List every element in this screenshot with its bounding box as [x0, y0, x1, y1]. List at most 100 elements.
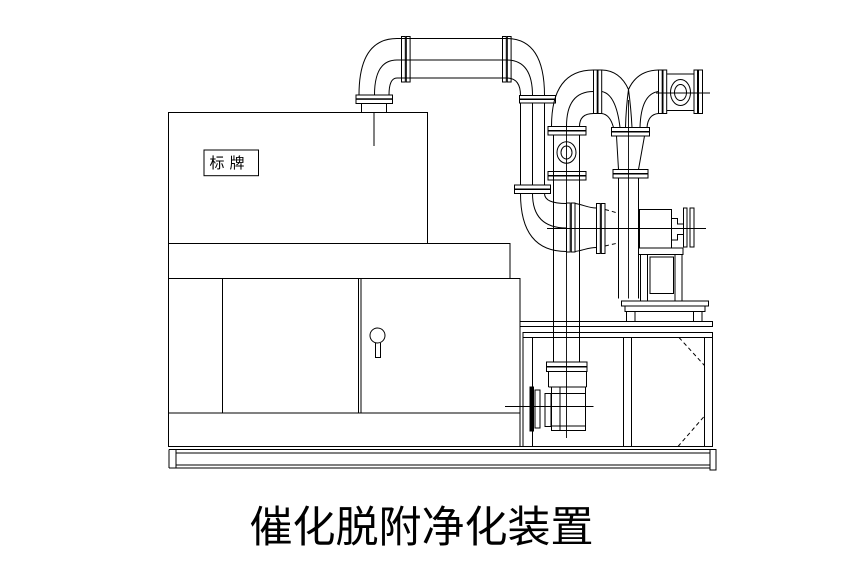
door-handle	[369, 327, 386, 344]
y-junction	[593, 69, 659, 299]
valve-top-flange	[547, 130, 587, 136]
u-pipe-left-elbow	[388, 77, 398, 96]
y-right-branch	[646, 113, 659, 128]
pump-neck	[548, 371, 587, 388]
side-port	[656, 69, 710, 114]
port-sight-ring	[670, 79, 691, 106]
port-end-flange	[693, 69, 698, 114]
port-flange	[662, 69, 668, 114]
top-nozzle-flange	[355, 98, 393, 105]
y-crotch	[625, 89, 633, 128]
skid-left-cap	[168, 449, 177, 468]
port-flange	[658, 69, 663, 114]
fan-stand-leg-right	[674, 254, 683, 302]
crown-flange	[597, 69, 603, 114]
nameplate-box	[203, 149, 259, 177]
cabinet-middle-band	[168, 243, 511, 279]
door-divider-right	[358, 278, 362, 413]
port-pipe	[666, 73, 694, 111]
top-nozzle	[361, 103, 387, 113]
y-right-branch	[628, 69, 659, 90]
pump-body-detail	[551, 387, 586, 431]
y-left-branch	[601, 69, 629, 90]
u-pipe-left-elbow	[374, 59, 398, 96]
hidden-inlet-line	[604, 209, 619, 214]
pump-suction-flange	[544, 393, 552, 427]
y-left-branch	[601, 113, 614, 128]
frame-diagonal-brace-lower	[677, 415, 705, 447]
frame-post-right	[704, 337, 713, 447]
valve-sight-glass-inner	[560, 145, 573, 160]
u-pipe-horizontal	[397, 38, 507, 79]
valve-top-flange	[547, 126, 587, 131]
u-pipe-leg-flange	[519, 99, 556, 104]
fan-platform-foot	[693, 311, 703, 322]
drop-duct	[618, 178, 639, 299]
skid-right-cap	[709, 449, 717, 471]
fan-inlet-flange	[570, 202, 576, 253]
u-pipe-leg-flange	[519, 95, 556, 100]
fan-inlet-flange	[566, 202, 571, 253]
door-handle-stem	[375, 343, 381, 358]
base-rail	[168, 446, 717, 471]
u-pipe-left-elbow	[358, 38, 398, 96]
pump-suction-flange	[529, 386, 534, 432]
hidden-inlet-line	[604, 242, 619, 247]
valve-up-elbow	[566, 91, 594, 127]
u-pipe-right-elbow	[506, 59, 533, 96]
valve-drop-pipe	[553, 135, 580, 362]
fan-stand-window	[649, 256, 674, 294]
valve-up-elbow	[579, 113, 594, 127]
u-pipe-lower-elbow	[520, 193, 567, 252]
nameplate-label: 标牌	[209, 155, 249, 172]
u-pipe-flange	[405, 36, 411, 83]
fan-outlet-disc	[689, 207, 695, 248]
u-pipe-flange	[401, 36, 406, 83]
valve-line	[547, 69, 594, 438]
port-sight-ring-inner	[674, 84, 687, 101]
u-pipe-right-elbow	[506, 77, 521, 96]
fan-outlet-disc	[683, 207, 688, 248]
fan-assembly	[547, 202, 709, 322]
frame-post-middle	[623, 337, 632, 447]
top-nozzle-flange	[355, 94, 393, 100]
support-frame	[519, 321, 713, 447]
fan-stand-leg-left	[640, 254, 648, 302]
frame-top-band	[519, 321, 713, 327]
valve-bottom-flange	[547, 175, 587, 181]
duct-flange	[612, 169, 649, 174]
frame-diagonal-brace-upper	[678, 337, 705, 366]
u-pipe-right-elbow	[506, 38, 545, 96]
fan-shaft	[671, 218, 684, 241]
frame-second-band	[522, 332, 713, 338]
flex-coupling	[574, 203, 597, 209]
drawing-title: 催化脱附净化装置	[249, 505, 594, 552]
u-pipe-flange	[502, 36, 507, 83]
pump-top-flange	[546, 366, 588, 372]
u-pipe-flange	[506, 36, 512, 83]
u-pipe-lower-elbow	[544, 193, 567, 204]
valve-sight-glass	[556, 141, 577, 164]
y-bottom-flange	[611, 131, 650, 137]
skid-rails	[169, 449, 710, 469]
u-pipe	[358, 36, 567, 252]
pump-assembly	[505, 361, 594, 432]
u-pipe-down-leg	[520, 103, 545, 185]
cabinet: 标牌	[168, 94, 521, 447]
y-right-branch	[639, 91, 659, 128]
valve-up-elbow	[551, 69, 594, 127]
cabinet-bottom-band	[168, 412, 521, 447]
u-pipe-leg-flange	[514, 189, 551, 194]
fan-platform-top	[621, 300, 709, 307]
crown-flange	[593, 69, 598, 114]
taper-section	[616, 135, 645, 170]
u-pipe-leg-flange	[514, 184, 551, 190]
fan-platform-foot	[626, 311, 636, 322]
fan-platform-base	[624, 305, 706, 312]
flex-coupling	[574, 247, 597, 252]
u-pipe-lower-elbow	[532, 193, 567, 229]
duct-flange	[612, 173, 649, 179]
port-end-flange	[698, 69, 703, 114]
